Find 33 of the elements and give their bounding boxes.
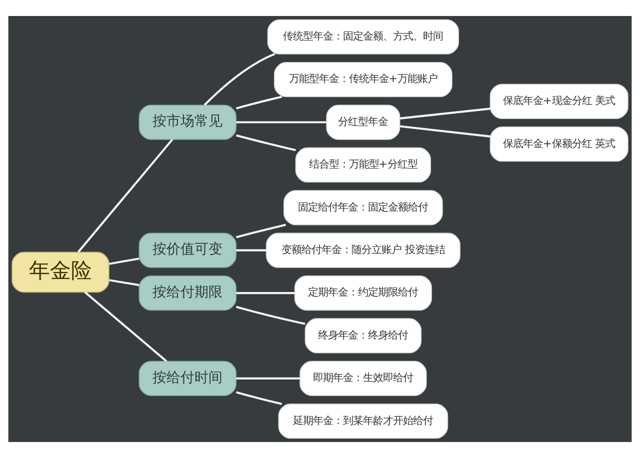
connector [78, 138, 174, 253]
node-box: 变额给付年金：随分立账户 投资连结 [266, 232, 460, 268]
connector [204, 53, 276, 106]
node-box: 按价值可变 [138, 232, 236, 268]
connector [400, 108, 490, 120]
node-box: 保底年金+保额分红 英式 [490, 126, 628, 162]
node-box: 结合型：万能型+分红型 [295, 147, 431, 182]
connector [236, 306, 306, 325]
connector [236, 224, 286, 238]
connector [84, 291, 168, 362]
node-box: 按市场常见 [138, 104, 236, 140]
connector [236, 377, 300, 380]
connector [400, 125, 490, 138]
node-box: 定期年金：约定期限给付 [294, 275, 432, 311]
connector [236, 391, 282, 405]
connector [108, 258, 140, 265]
node-box: 传统型年金：固定金额、方式、时间 [267, 19, 459, 54]
node-box: 按给付时间 [138, 360, 236, 396]
connector [236, 96, 282, 110]
connector [109, 279, 140, 286]
node-box: 固定给付年金：固定金额给付 [283, 190, 443, 226]
node-box: 终身年金：终身给付 [304, 318, 422, 354]
connector [236, 292, 295, 294]
connector [236, 121, 326, 124]
node-box: 延期年金：到某年龄才开始给付 [278, 404, 448, 439]
node-box: 保底年金+现金分红 美式 [490, 84, 628, 119]
connector [236, 249, 266, 252]
node-box: 万能型年金：传统年金+万能账户 [274, 62, 452, 98]
node-box: 按给付期限 [138, 275, 236, 311]
node-box: 分红型年金 [326, 104, 400, 140]
node-box: 年金险 [12, 252, 110, 293]
connector [236, 134, 296, 152]
node-box: 即期年金：生效即给付 [300, 360, 427, 396]
